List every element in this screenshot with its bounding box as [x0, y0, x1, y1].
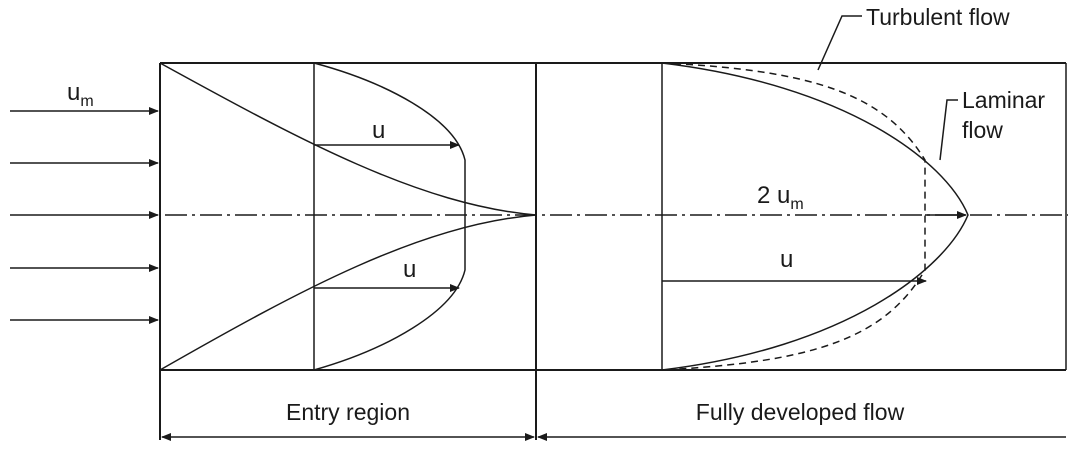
- entry-u-upper-label: u: [372, 117, 385, 144]
- laminar-leader: [939, 99, 958, 161]
- turbulent-profile: [661, 62, 926, 371]
- entry-velocity-profile: [313, 62, 466, 371]
- entry-u-lower-label: u: [403, 256, 416, 283]
- inlet-velocity-label: um: [67, 79, 94, 110]
- developed-u-label: u: [780, 246, 793, 273]
- boundary-layer-lower: [159, 214, 537, 371]
- turbulent-leader: [817, 15, 862, 71]
- fully-developed-label: Fully developed flow: [696, 399, 905, 425]
- turbulent-label: Turbulent flow: [866, 4, 1010, 30]
- laminar-label-line2: flow: [962, 117, 1003, 143]
- entry-region-label: Entry region: [286, 399, 410, 425]
- boundary-layer-upper: [159, 62, 537, 216]
- laminar-label-line1: Laminar: [962, 87, 1045, 113]
- laminar-profile: [661, 62, 969, 371]
- centerline-velocity-label: 2 um: [757, 182, 804, 213]
